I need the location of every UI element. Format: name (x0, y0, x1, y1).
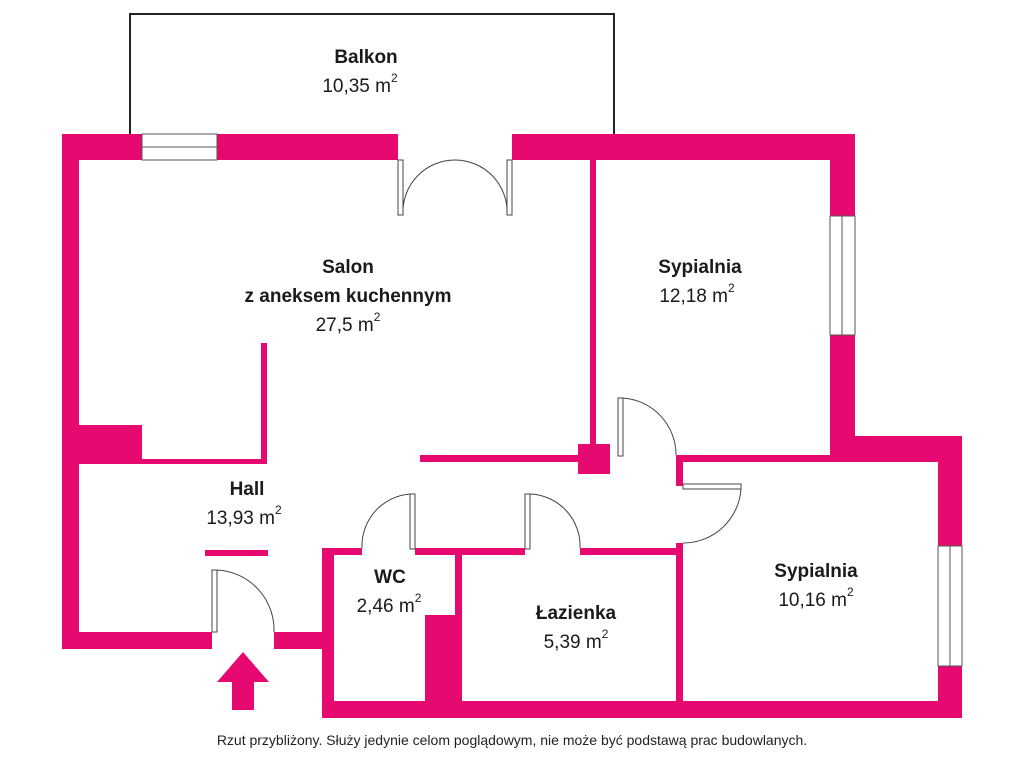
wall (261, 343, 267, 464)
area-unit-sup: 2 (602, 627, 609, 641)
door (409, 493, 416, 550)
room-name-salon-line2: z aneksem kuchennym (245, 286, 452, 307)
wall (830, 134, 855, 216)
wall (62, 134, 79, 649)
room-area-balkon: 10,35 m (322, 76, 391, 97)
door (617, 397, 624, 457)
disclaimer-note: Rzut przybliżony. Służy jedynie celom po… (216, 732, 808, 748)
wall (425, 615, 455, 708)
svg-text:27,5 m2: 27,5 m2 (316, 310, 381, 336)
wall (322, 548, 334, 718)
svg-text:5,39 m2: 5,39 m2 (544, 627, 609, 653)
wall (79, 459, 261, 464)
area-unit-sup: 2 (391, 71, 398, 85)
room-name-salon-line1: Salon (322, 257, 374, 278)
door (682, 483, 742, 490)
area-unit-sup: 2 (374, 310, 381, 324)
room-name-balkon: Balkon (334, 47, 397, 68)
door (506, 159, 513, 216)
wall (830, 335, 855, 455)
wall (855, 436, 962, 456)
room-area-lazienka: 5,39 m (544, 632, 602, 653)
balcony-outline (129, 13, 615, 135)
room-area-sypialnia-1: 12,18 m (659, 286, 728, 307)
wall (217, 134, 398, 160)
door (524, 493, 531, 550)
svg-text:2,46 m2: 2,46 m2 (357, 591, 422, 617)
area-unit-sup: 2 (728, 281, 735, 295)
wall (79, 425, 142, 461)
wall (512, 134, 855, 160)
svg-text:10,16 m2: 10,16 m2 (778, 585, 854, 611)
wall (415, 548, 525, 555)
area-unit-sup: 2 (415, 591, 422, 605)
room-name-lazienka: Łazienka (536, 603, 617, 624)
room-name-sypialnia-1: Sypialnia (658, 257, 742, 278)
svg-text:12,18 m2: 12,18 m2 (659, 281, 735, 307)
wall (334, 548, 362, 555)
wall (322, 701, 962, 718)
walls (62, 134, 962, 718)
wall (578, 444, 610, 474)
room-name-sypialnia-2: Sypialnia (774, 561, 858, 582)
wall (590, 160, 596, 445)
wall (62, 632, 212, 649)
arrow-up-icon (217, 652, 269, 710)
wall (420, 455, 580, 462)
room-area-sypialnia-2: 10,16 m (778, 590, 847, 611)
doors (211, 159, 742, 633)
wall (676, 455, 962, 462)
wall (455, 548, 462, 708)
room-area-wc: 2,46 m (357, 596, 415, 617)
room-name-hall: Hall (230, 479, 265, 500)
windows (141, 133, 963, 667)
wall (580, 548, 680, 555)
area-unit-sup: 2 (275, 503, 282, 517)
wall (676, 456, 683, 486)
door (397, 159, 404, 216)
area-unit-sup: 2 (847, 585, 854, 599)
room-area-hall: 13,93 m (206, 508, 275, 529)
svg-text:10,35 m2: 10,35 m2 (322, 71, 398, 97)
wall (676, 543, 683, 708)
wall (205, 550, 268, 556)
door (211, 569, 218, 633)
room-area-salon: 27,5 m (316, 315, 374, 336)
wall (274, 632, 334, 649)
svg-text:13,93 m2: 13,93 m2 (206, 503, 282, 529)
room-name-wc: WC (374, 567, 406, 588)
